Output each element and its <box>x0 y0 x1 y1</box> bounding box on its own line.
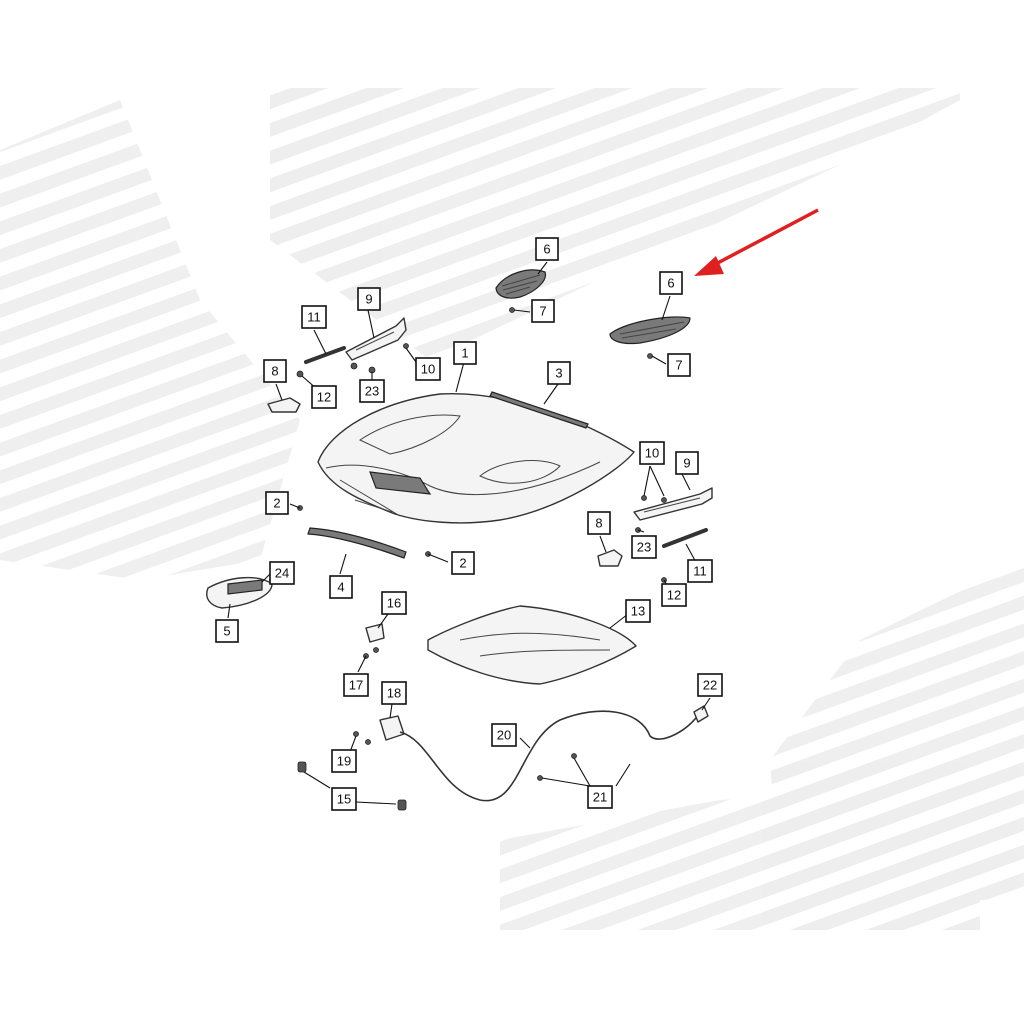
svg-text:16: 16 <box>387 596 401 611</box>
callout-21: 21 <box>587 785 613 809</box>
svg-text:23: 23 <box>365 384 379 399</box>
svg-text:1: 1 <box>461 346 468 361</box>
hood-insulator <box>427 605 637 685</box>
callout-11-left: 11 <box>301 305 327 329</box>
svg-text:13: 13 <box>631 604 645 619</box>
callout-1: 1 <box>453 341 477 365</box>
svg-text:11: 11 <box>693 564 707 579</box>
callout-12-right: 12 <box>661 583 687 607</box>
svg-text:12: 12 <box>667 588 681 603</box>
callout-10-right: 10 <box>639 441 665 465</box>
hinge-bracket-right <box>633 487 713 521</box>
cable-handle <box>693 705 709 723</box>
callout-23-right: 23 <box>631 535 657 559</box>
callout-9-left: 9 <box>357 287 381 311</box>
svg-text:6: 6 <box>667 276 674 291</box>
red-arrow-icon <box>694 208 819 276</box>
bumper-stop <box>365 623 385 643</box>
callout-16: 16 <box>381 591 407 615</box>
svg-text:22: 22 <box>703 678 717 693</box>
svg-text:10: 10 <box>645 446 659 461</box>
callout-23-left: 23 <box>359 379 385 403</box>
callout-5: 5 <box>215 619 239 643</box>
callout-19: 19 <box>331 749 357 773</box>
callout-12-left: 12 <box>311 385 337 409</box>
svg-text:2: 2 <box>459 556 466 571</box>
callout-8-right: 8 <box>587 511 611 535</box>
callout-3: 3 <box>547 361 571 385</box>
svg-text:24: 24 <box>275 566 289 581</box>
svg-text:10: 10 <box>421 362 435 377</box>
callout-7-upper: 7 <box>531 299 555 323</box>
svg-text:8: 8 <box>595 516 602 531</box>
svg-text:6: 6 <box>543 242 550 257</box>
release-cable <box>399 710 701 802</box>
svg-text:9: 9 <box>365 292 372 307</box>
callout-18: 18 <box>381 681 407 705</box>
callout-15: 15 <box>331 787 357 811</box>
front-hood-seal <box>307 527 407 559</box>
gas-strut-left <box>304 346 346 364</box>
callout-7-right: 7 <box>667 353 691 377</box>
hood-panel <box>317 393 635 524</box>
svg-text:17: 17 <box>349 678 363 693</box>
callout-24: 24 <box>269 561 295 585</box>
hood-lamp <box>206 576 273 609</box>
clips-15 <box>297 761 407 811</box>
svg-text:19: 19 <box>337 754 351 769</box>
svg-text:18: 18 <box>387 686 401 701</box>
callout-6-highlighted: 6 <box>659 271 683 295</box>
svg-text:2: 2 <box>273 496 280 511</box>
svg-text:5: 5 <box>223 624 230 639</box>
svg-text:11: 11 <box>307 310 321 325</box>
callout-4: 4 <box>329 575 353 599</box>
gas-strut-right <box>662 528 708 548</box>
hood-scoop-grille-right <box>609 316 691 345</box>
hood-scoop-grille-upper <box>495 269 547 299</box>
hood-latch <box>379 715 405 741</box>
hinge-bracket-left <box>345 317 407 361</box>
svg-text:7: 7 <box>539 304 546 319</box>
callout-17: 17 <box>343 673 369 697</box>
callout-22: 22 <box>697 673 723 697</box>
svg-text:7: 7 <box>675 358 682 373</box>
svg-text:21: 21 <box>593 790 607 805</box>
svg-text:8: 8 <box>271 364 278 379</box>
svg-text:12: 12 <box>317 390 331 405</box>
callout-8-left: 8 <box>263 359 287 383</box>
callout-2-right: 2 <box>451 551 475 575</box>
callout-13: 13 <box>625 599 651 623</box>
latch-left <box>267 397 301 413</box>
callout-6-upper: 6 <box>535 237 559 261</box>
callout-11-right: 11 <box>687 559 713 583</box>
fasteners <box>269 307 667 781</box>
svg-text:3: 3 <box>555 366 562 381</box>
svg-text:23: 23 <box>637 540 651 555</box>
callout-20: 20 <box>491 723 517 747</box>
svg-text:20: 20 <box>497 728 511 743</box>
rear-seal-strip <box>489 391 589 429</box>
svg-text:4: 4 <box>337 580 344 595</box>
watermark <box>0 88 1024 930</box>
latch-right <box>597 549 623 567</box>
callout-10-left: 10 <box>415 357 441 381</box>
callout-2-left: 2 <box>265 491 289 515</box>
svg-text:15: 15 <box>337 792 351 807</box>
callout-9-right: 9 <box>675 451 699 475</box>
svg-text:9: 9 <box>683 456 690 471</box>
